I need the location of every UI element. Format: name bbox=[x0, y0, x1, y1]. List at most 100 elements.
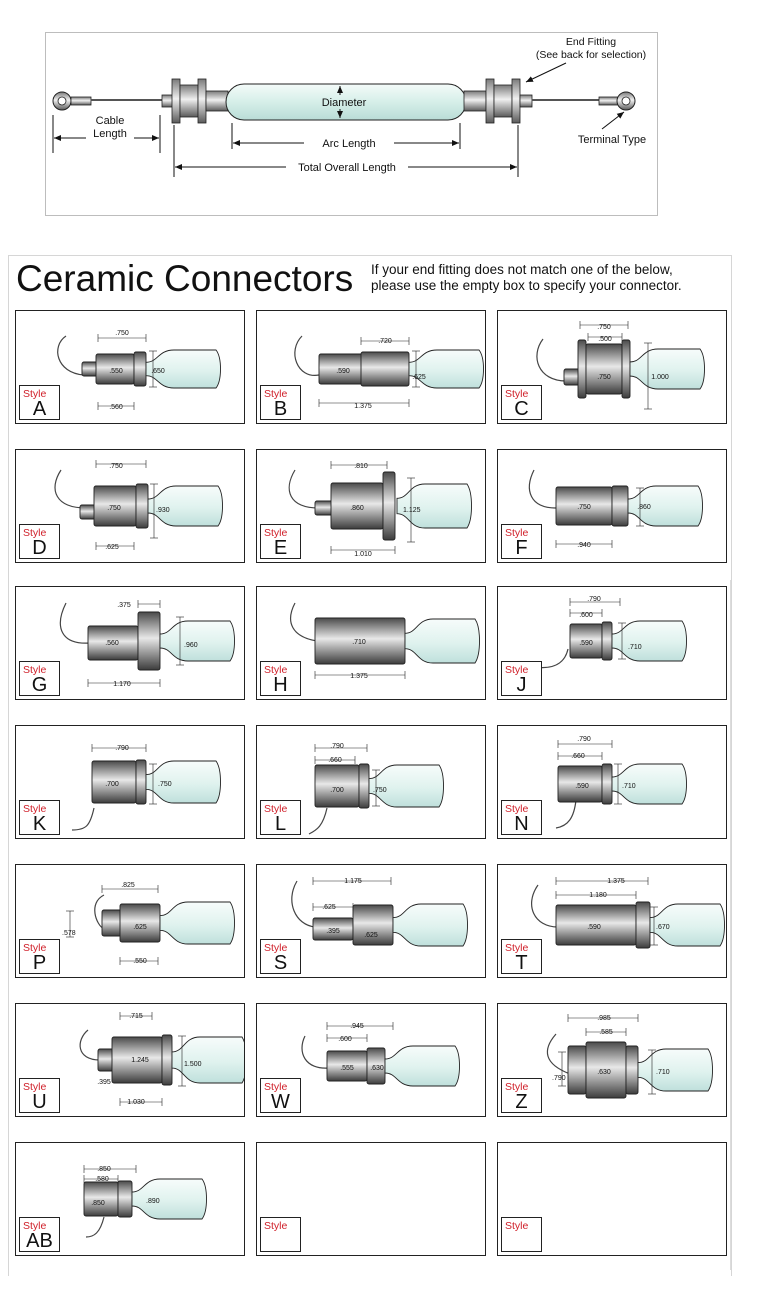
style-letter: A bbox=[32, 398, 47, 420]
dimension-label: 1.010 bbox=[354, 551, 372, 558]
metal-sleeve bbox=[611, 485, 629, 527]
glass-bulb bbox=[368, 764, 444, 808]
dimension-label: .550 bbox=[109, 368, 123, 375]
dimension-label: .715 bbox=[129, 1013, 143, 1020]
total-overall-length-label: Total Overall Length bbox=[298, 162, 396, 174]
metal-sleeve bbox=[101, 909, 123, 937]
style-letter: G bbox=[31, 674, 48, 696]
glass-bulb bbox=[611, 763, 687, 805]
metal-sleeve bbox=[117, 1180, 133, 1218]
metal-sleeve bbox=[135, 759, 147, 805]
style-word: Style bbox=[23, 1081, 47, 1093]
glass-bulb bbox=[396, 483, 472, 529]
dimension-label: .625 bbox=[412, 374, 426, 381]
style-word: Style bbox=[23, 942, 47, 954]
connector-drawing: 1.175.625.395.625 bbox=[291, 877, 468, 947]
dimension-label: .750 bbox=[597, 374, 611, 381]
glass-bulb bbox=[611, 620, 687, 662]
dimension-label: .750 bbox=[577, 504, 591, 511]
style-letter: F bbox=[515, 537, 528, 559]
dimension-label: .790 bbox=[587, 596, 601, 603]
metal-sleeve bbox=[382, 471, 396, 541]
dimension-label: .890 bbox=[146, 1198, 160, 1205]
metal-sleeve bbox=[625, 1045, 639, 1095]
dimension-label: .710 bbox=[628, 644, 642, 651]
connector-drawing: .945.600.555.630 bbox=[301, 1022, 460, 1087]
dimension-label: .750 bbox=[107, 505, 121, 512]
dimension-label: .590 bbox=[579, 640, 593, 647]
style-word: Style bbox=[264, 1081, 288, 1093]
glass-bulb bbox=[404, 618, 480, 664]
dimension-label: .810 bbox=[354, 463, 368, 470]
metal-sleeve bbox=[352, 904, 394, 946]
glass-bulb bbox=[159, 901, 235, 945]
lead-wire bbox=[528, 469, 557, 509]
style-letter: T bbox=[515, 952, 528, 974]
dimension-label: .660 bbox=[328, 757, 342, 764]
style-word: Style bbox=[505, 388, 529, 400]
dimension-label: .660 bbox=[571, 753, 585, 760]
metal-sleeve bbox=[137, 611, 161, 671]
style-word: Style bbox=[264, 527, 288, 539]
dimension-label: .750 bbox=[373, 787, 387, 794]
cable-label: Cable bbox=[96, 115, 125, 127]
glass-bulb bbox=[649, 903, 725, 947]
dimension-label: .710 bbox=[656, 1069, 670, 1076]
lead-wire bbox=[57, 335, 85, 376]
dimension-label: .625 bbox=[322, 904, 336, 911]
dimension-label: .600 bbox=[579, 612, 593, 619]
style-badge: Style bbox=[501, 1217, 542, 1252]
style-letter: L bbox=[274, 813, 287, 835]
connector-drawing: .790 .600 .590 .710 bbox=[533, 596, 687, 669]
dimension-label: .750 bbox=[597, 324, 611, 331]
style-letter: S bbox=[273, 952, 288, 974]
dimension-label: .630 bbox=[597, 1069, 611, 1076]
glass-bulb bbox=[145, 760, 221, 804]
glass-bulb bbox=[392, 903, 468, 947]
glass-bulb bbox=[159, 620, 235, 662]
side-divider bbox=[730, 580, 731, 1270]
style-letter: N bbox=[514, 813, 529, 835]
style-letter: U bbox=[32, 1091, 47, 1113]
dimension-label: .580 bbox=[95, 1176, 109, 1183]
style-word: Style bbox=[23, 1220, 47, 1232]
style-letter: E bbox=[273, 537, 288, 559]
dimension-label: .790 bbox=[577, 736, 591, 743]
glass-bulb bbox=[171, 1036, 244, 1084]
style-word: Style bbox=[505, 527, 529, 539]
dimension-label: 1.375 bbox=[607, 878, 625, 885]
end-fitting-label: End Fitting bbox=[566, 36, 616, 48]
dimension-label: .625 bbox=[133, 924, 147, 931]
dimension-label: .790 bbox=[115, 745, 129, 752]
lead-wire bbox=[59, 602, 91, 644]
lead-wire bbox=[555, 799, 577, 829]
style-letter: W bbox=[271, 1091, 290, 1113]
dimension-label: 1.180 bbox=[589, 892, 607, 899]
style-letter: P bbox=[32, 952, 47, 974]
style-word: Style bbox=[264, 664, 288, 676]
dimension-label: .560 bbox=[109, 404, 123, 411]
dimension-label: .590 bbox=[575, 783, 589, 790]
lead-wire bbox=[54, 469, 87, 509]
dimension-label: .960 bbox=[184, 642, 198, 649]
connector-drawing: .985.585.790.630.710 bbox=[546, 1014, 713, 1099]
connector-drawing: .750.550.650.560 bbox=[57, 330, 221, 411]
metal-sleeve bbox=[133, 351, 147, 387]
